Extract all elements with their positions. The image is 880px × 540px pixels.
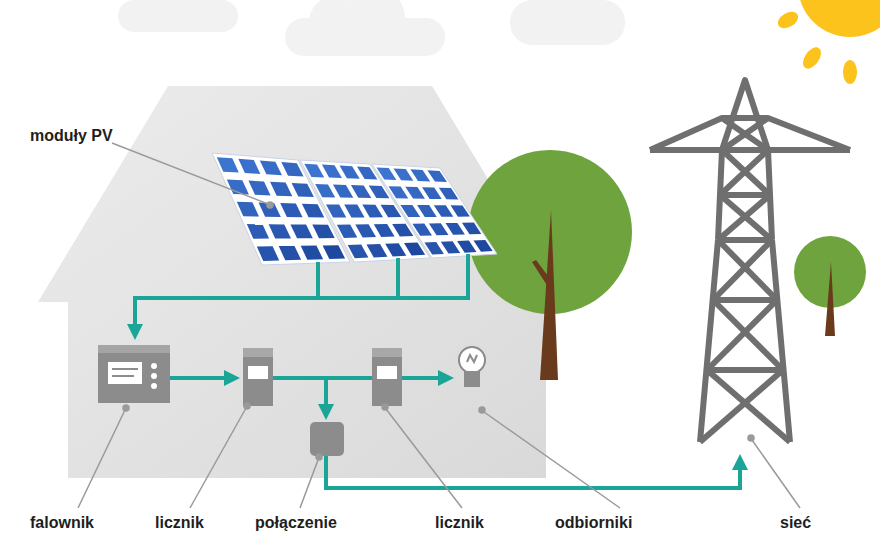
- pv-cell: [369, 186, 390, 199]
- pv-cell: [238, 159, 260, 174]
- pv-cell: [304, 164, 324, 178]
- pv-cell: [302, 204, 324, 218]
- tree: [794, 236, 866, 336]
- pv-cell: [424, 242, 444, 255]
- pv-cell: [362, 205, 383, 218]
- pv-modules: [212, 153, 497, 265]
- pv-cell: [377, 167, 397, 180]
- power-pylon: [650, 80, 850, 442]
- pv-cell: [392, 224, 413, 237]
- pv-cell: [400, 205, 420, 217]
- wiring: [135, 254, 740, 488]
- pv-cell: [381, 205, 402, 217]
- pv-cell: [374, 224, 395, 237]
- part-label: moduły PV: [30, 126, 113, 145]
- pv-cell: [257, 246, 279, 261]
- pv-cell: [412, 224, 432, 236]
- house: [38, 86, 562, 478]
- grid-connection-box: [310, 422, 344, 456]
- pv-cell: [446, 223, 465, 235]
- pv-cell: [417, 205, 437, 217]
- light-bulb: [459, 347, 485, 386]
- pv-cell: [389, 186, 409, 198]
- pv-cell: [439, 188, 459, 200]
- pv-cell: [462, 223, 481, 235]
- pv-cell: [355, 224, 376, 237]
- tree: [468, 150, 632, 380]
- pv-cell: [427, 170, 447, 182]
- pv-cell: [351, 185, 371, 198]
- pv-module-frame: [212, 153, 350, 265]
- pv-cell: [340, 166, 360, 179]
- pv-cell: [367, 244, 388, 258]
- pv-cell: [269, 224, 291, 238]
- pv-cell: [474, 240, 493, 252]
- pv-cell: [333, 185, 353, 198]
- pv-cell: [434, 205, 454, 217]
- pv-cell: [292, 183, 314, 197]
- pv-cell: [385, 243, 406, 256]
- pv-cell: [279, 246, 301, 260]
- pv-cell: [405, 187, 425, 199]
- pv-cell: [410, 169, 430, 181]
- clouds: [118, 0, 625, 56]
- pv-cell: [422, 187, 442, 199]
- pv-cell: [429, 223, 449, 235]
- pv-cell: [344, 205, 364, 218]
- pv-cell: [270, 182, 292, 197]
- pv-cell: [259, 203, 281, 217]
- sun: [775, 0, 880, 84]
- pv-cell: [290, 225, 312, 239]
- inverter: [98, 345, 170, 403]
- pv-cell: [281, 162, 303, 177]
- pv-cell: [247, 224, 269, 239]
- part-label: falownik: [30, 513, 94, 532]
- pv-cell: [217, 157, 239, 172]
- meter: [243, 348, 273, 406]
- pv-cell: [457, 241, 476, 253]
- pv-cell: [323, 245, 346, 259]
- pv-cell: [348, 245, 369, 259]
- leader-lines: [78, 143, 800, 508]
- pv-cell: [248, 181, 270, 196]
- pv-cell: [394, 168, 414, 180]
- pv-cell: [322, 165, 342, 179]
- pv-cell: [337, 225, 357, 239]
- part-label: połączenie: [255, 513, 337, 532]
- pv-cell: [326, 204, 346, 217]
- pv-cell: [301, 246, 323, 260]
- pv-cell: [404, 243, 425, 256]
- pv-module-frame: [372, 164, 497, 258]
- pv-cell: [312, 225, 334, 239]
- pv-cell: [441, 241, 460, 253]
- part-label: licznik: [155, 513, 204, 532]
- pv-cell: [315, 184, 335, 198]
- pv-cell: [260, 161, 282, 176]
- pv-cell: [451, 205, 470, 216]
- pv-cell: [237, 202, 259, 217]
- pv-cell: [280, 203, 302, 217]
- part-label: odbiorniki: [555, 513, 632, 532]
- part-label: sieć: [780, 513, 811, 532]
- part-label: licznik: [435, 513, 484, 532]
- meter: [372, 348, 402, 406]
